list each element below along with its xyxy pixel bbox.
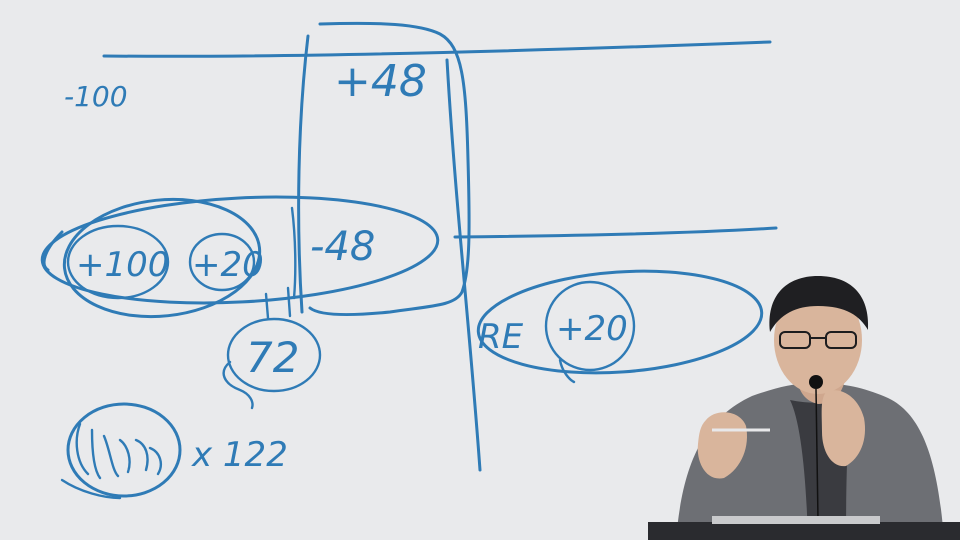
presenter-hair <box>769 276 869 332</box>
label-plus-20-right: +20 <box>556 309 628 349</box>
re-ellipse <box>476 269 764 375</box>
divider-stroke <box>290 206 297 300</box>
connector-left <box>264 292 270 320</box>
bottom-left-tail <box>60 478 122 500</box>
left-oval <box>62 197 262 319</box>
ellipse-tail <box>42 230 64 272</box>
microphone <box>809 375 823 389</box>
label-minus-100: -100 <box>64 80 128 113</box>
circle-plus20-left <box>188 232 256 292</box>
connector-right <box>286 286 292 318</box>
large-ellipse <box>40 195 440 305</box>
circle-bottom-left <box>66 402 182 498</box>
label-plus-48: +48 <box>334 56 427 107</box>
label-bottom-expr: x 122 <box>191 435 288 475</box>
circle-72 <box>226 317 322 393</box>
top-horizontal-line <box>102 40 772 58</box>
label-re: RE <box>478 317 524 357</box>
microphone-cable <box>815 388 819 521</box>
circle-72-tail <box>222 360 254 410</box>
presenter-hand-right <box>821 390 866 467</box>
right-horizontal-line <box>453 226 778 239</box>
label-minus-48: -48 <box>310 224 375 270</box>
label-72: 72 <box>246 333 299 382</box>
circle-plus20-right <box>544 280 636 372</box>
vertical-line <box>445 58 482 472</box>
left-bracket-line <box>297 34 310 314</box>
bottom-circle-scribble <box>75 422 162 480</box>
podium-edge <box>648 522 960 540</box>
laptop <box>712 516 880 524</box>
label-plus-100: +100 <box>76 245 169 285</box>
label-plus-20-left: +20 <box>192 245 264 285</box>
presenter-face <box>774 286 862 394</box>
circle-plus100 <box>66 224 170 300</box>
presenter-glasses <box>779 331 857 349</box>
circle-plus20-right-tail <box>558 358 576 384</box>
box-outline <box>308 21 471 317</box>
